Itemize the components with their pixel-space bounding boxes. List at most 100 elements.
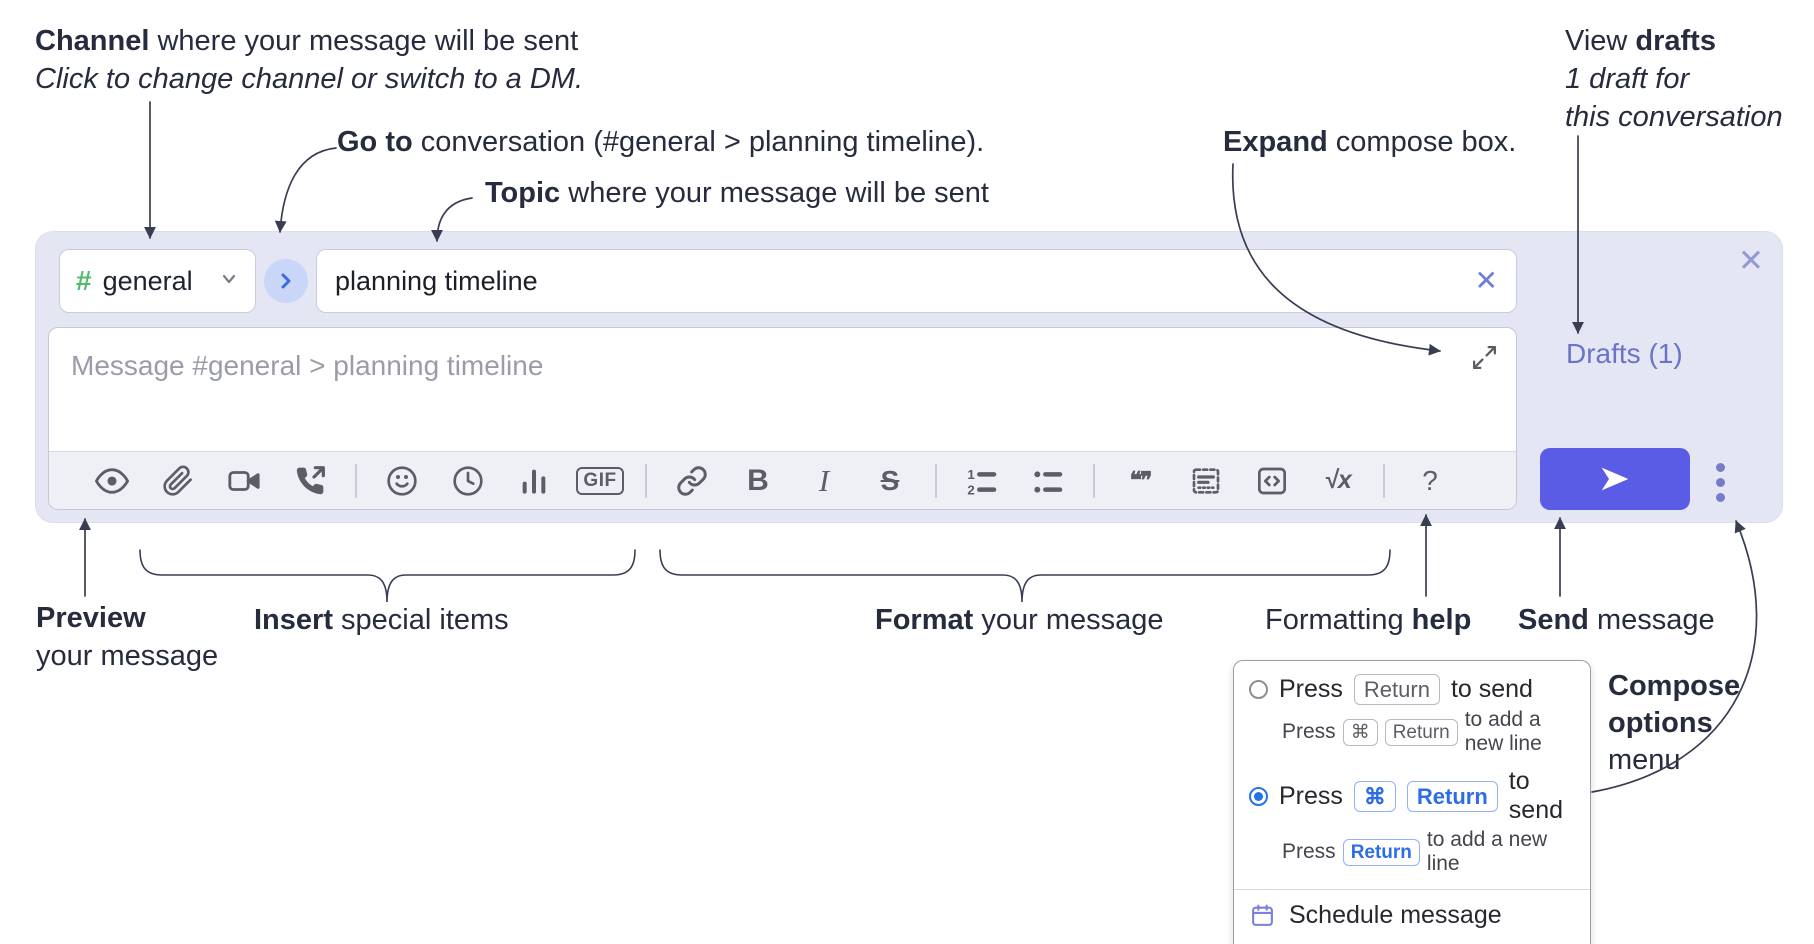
menu-option-cmd-enter-sends-sub: Press Return to add a new line [1234, 826, 1590, 883]
chevron-right-icon [281, 273, 291, 289]
menu-item-view-scheduled[interactable]: View scheduled messages [1234, 935, 1590, 944]
italic-icon[interactable]: I [818, 462, 830, 498]
poll-icon[interactable] [511, 458, 557, 504]
callout-topic: Topic where your message will be sent [485, 174, 989, 212]
key-return-blue: Return [1406, 780, 1498, 812]
drafts-link[interactable]: Drafts (1) [1566, 338, 1683, 369]
callout-insert-rest: special items [332, 604, 509, 636]
callout-expand: Expand compose box. [1223, 123, 1516, 161]
global-time-icon[interactable] [445, 458, 491, 504]
menu-item-label: Schedule message [1289, 901, 1502, 929]
code-icon[interactable] [1249, 458, 1295, 504]
callout-expand-bold: Expand [1223, 126, 1328, 158]
key-cmd: ⌘ [1342, 718, 1378, 746]
audio-call-icon[interactable] [287, 458, 333, 504]
link-icon[interactable] [669, 458, 715, 504]
callout-channel-rest: where your message will be sent [149, 25, 579, 57]
callout-compose-options-l2: options [1608, 707, 1713, 739]
callout-send: Send message [1518, 601, 1715, 639]
callout-channel: Channel where your message will be sent … [35, 22, 583, 98]
bold-icon[interactable]: B [747, 463, 769, 497]
channel-hash-icon: # [76, 265, 92, 296]
close-compose-icon[interactable]: ✕ [1738, 243, 1764, 278]
option1-sub-pre: Press [1282, 720, 1336, 743]
key-return: Return [1353, 674, 1440, 705]
option2-post: to send [1508, 767, 1564, 824]
compose-box: # general ✕ [35, 231, 1783, 523]
bulleted-list-icon[interactable] [1025, 458, 1071, 504]
brace-insert [139, 549, 636, 603]
option1-post: to send [1450, 675, 1533, 703]
option2-pre: Press [1279, 781, 1343, 810]
callout-topic-rest: where your message will be sent [560, 177, 989, 209]
toolbar-separator [645, 463, 647, 498]
svg-text:1: 1 [967, 467, 975, 482]
callout-insert-bold: Insert [254, 604, 333, 636]
callout-preview-line2: your message [36, 640, 219, 672]
callout-preview-bold: Preview [36, 602, 146, 634]
gif-label: GIF [576, 466, 624, 495]
callout-channel-bold: Channel [35, 25, 150, 57]
menu-option-enter-sends-sub: Press ⌘ Return to add a new line [1234, 706, 1590, 763]
radio-unselected-icon[interactable] [1249, 680, 1268, 699]
callout-format-bold: Format [875, 604, 974, 636]
clear-topic-icon[interactable]: ✕ [1474, 265, 1498, 296]
callout-goto-bold: Go to [337, 126, 413, 158]
callout-help-bold: help [1411, 604, 1472, 636]
callout-formatting-help: Formatting help [1265, 601, 1471, 639]
toolbar-separator [935, 463, 937, 498]
key-cmd-blue: ⌘ [1353, 780, 1396, 812]
option1-sub-post: to add a new line [1464, 708, 1542, 755]
callout-format-rest: your message [973, 604, 1164, 636]
option1-pre: Press [1279, 675, 1343, 703]
expand-compose-icon[interactable] [1471, 344, 1498, 376]
strikethrough-icon[interactable]: S [880, 464, 900, 496]
option2-sub-pre: Press [1282, 840, 1336, 863]
key-return: Return [1384, 718, 1458, 746]
callout-compose-options-l1: Compose [1608, 670, 1741, 702]
calendar-icon [1252, 904, 1273, 926]
emoji-icon[interactable] [379, 458, 425, 504]
topic-input-wrap: ✕ [316, 249, 1517, 313]
callout-compose-options: Compose options menu [1608, 668, 1740, 779]
message-box: GIF B I S 12 ❝❞ [48, 327, 1517, 510]
chevron-down-icon [219, 269, 239, 294]
message-input[interactable] [49, 328, 1516, 452]
channel-selector-button[interactable]: # general [59, 249, 256, 313]
callout-compose-options-l3: menu [1608, 744, 1681, 776]
menu-item-label: View scheduled messages [1288, 940, 1574, 944]
brace-format [659, 549, 1391, 603]
attach-file-icon[interactable] [155, 458, 201, 504]
message-formatting-help-icon[interactable]: ? [1422, 464, 1438, 496]
callout-send-bold: Send [1518, 604, 1589, 636]
menu-option-enter-sends[interactable]: Press Return to send [1234, 670, 1590, 706]
key-return-blue: Return [1342, 838, 1420, 866]
callout-channel-line2: Click to change channel or switch to a D… [35, 63, 584, 95]
menu-item-schedule-message[interactable]: Schedule message [1234, 896, 1590, 935]
radio-selected-icon[interactable] [1249, 786, 1268, 806]
compose-options-popup: Press Return to send Press ⌘ Return to a… [1233, 660, 1591, 944]
send-button[interactable] [1540, 448, 1690, 510]
channel-name: general [102, 265, 193, 296]
svg-text:2: 2 [967, 482, 974, 497]
video-call-icon[interactable] [221, 458, 267, 504]
toolbar-separator [1093, 463, 1095, 498]
gif-icon[interactable]: GIF [576, 458, 624, 504]
menu-option-cmd-enter-sends[interactable]: Press ⌘ Return to send [1234, 763, 1590, 826]
quote-icon[interactable]: ❝❞ [1129, 467, 1153, 493]
goto-conversation-button[interactable] [264, 259, 308, 303]
preview-eye-icon[interactable] [89, 458, 135, 504]
callout-drafts-line2: 1 draft for [1565, 63, 1690, 95]
topic-input[interactable] [317, 250, 1516, 312]
send-icon [1601, 467, 1629, 491]
spoiler-icon[interactable] [1183, 458, 1229, 504]
option2-sub-post: to add a new line [1426, 828, 1548, 875]
connector-goto [274, 147, 337, 233]
compose-options-menu-button[interactable] [1716, 463, 1726, 508]
math-icon[interactable]: √x [1324, 466, 1352, 494]
callout-goto-rest: conversation (#general > planning timeli… [412, 126, 985, 158]
callout-insert: Insert special items [254, 601, 509, 639]
